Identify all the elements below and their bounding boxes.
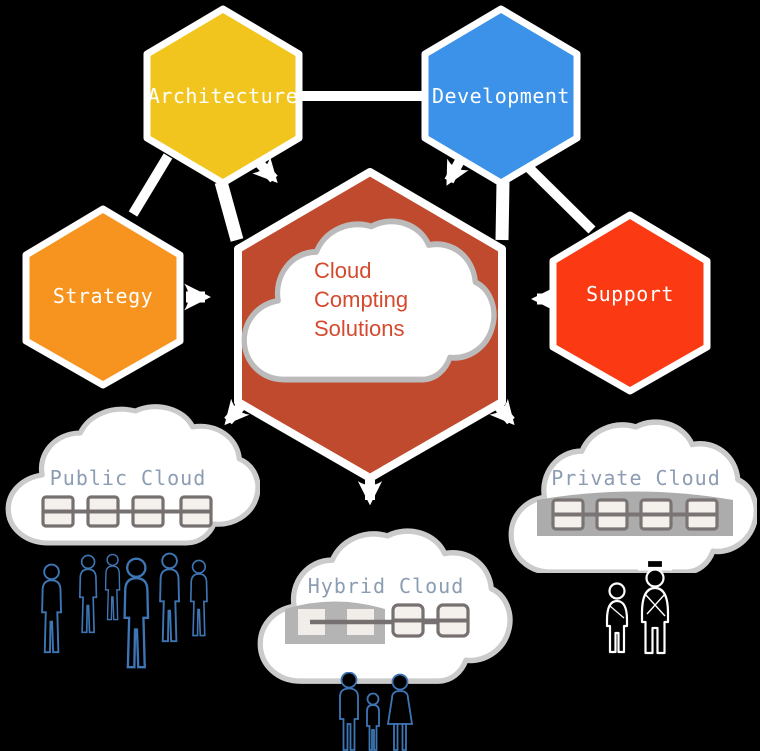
server-rack-icon — [298, 603, 470, 638]
center-cloud-text: Cloud Compting Solutions — [314, 256, 454, 343]
link-development-centerhex — [495, 181, 510, 241]
hybrid-cloud-group — [257, 528, 513, 684]
hybrid-cloud-label: Hybrid Cloud — [307, 574, 465, 598]
server-rack-icon — [41, 495, 213, 528]
center-text-line2: Compting — [314, 287, 409, 312]
public-cloud-group — [5, 404, 260, 546]
hexagon-development — [421, 5, 581, 187]
public-cloud-label: Public Cloud — [49, 466, 207, 490]
hexagon-label-strategy: Strategy — [52, 284, 154, 308]
hexagon-architecture — [143, 5, 303, 187]
family-icon — [339, 672, 414, 751]
adult-child-icon — [605, 558, 672, 655]
link-architecture-strategy — [128, 153, 173, 217]
link-architecture-centerhex — [214, 180, 244, 242]
hexagon-strategy — [22, 205, 184, 389]
private-cloud-label: Private Cloud — [551, 466, 721, 490]
center-cloud-icon — [241, 218, 497, 383]
people-group-icon — [41, 552, 208, 669]
hexagon-label-architecture: Architecture — [147, 84, 299, 108]
hexagon-label-support: Support — [586, 282, 674, 306]
hexagon-support — [549, 211, 711, 395]
hat-icon — [645, 558, 665, 570]
server-rack-icon — [551, 498, 719, 531]
center-text-line1: Cloud — [314, 258, 372, 283]
hexagon-label-development: Development — [432, 84, 570, 108]
hexagon-center — [234, 168, 506, 482]
private-cloud-group — [508, 419, 757, 573]
center-text-line3: Solutions — [314, 316, 405, 341]
